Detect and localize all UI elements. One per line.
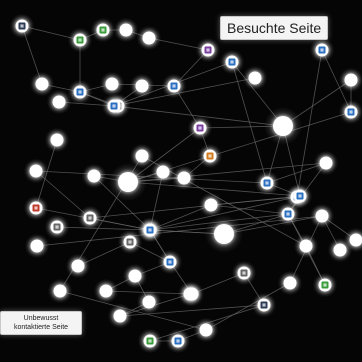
site-node-n49[interactable]	[93, 278, 119, 304]
site-node-n40[interactable]	[205, 215, 243, 253]
site-node-n18[interactable]	[187, 115, 213, 141]
site-node-n53[interactable]	[179, 281, 205, 307]
site-node-n44[interactable]	[157, 249, 183, 275]
site-node-n62[interactable]	[47, 278, 73, 304]
graph-edge	[296, 49, 323, 198]
site-node-n24[interactable]	[254, 170, 280, 196]
site-node-n55[interactable]	[107, 303, 133, 329]
site-node-n54[interactable]	[231, 260, 257, 286]
unconscious-contact-label: Unbewusst kontaktierte Seite	[0, 311, 82, 335]
graph-edge	[56, 226, 151, 231]
site-node-n6[interactable]	[195, 37, 221, 63]
graph-edge	[89, 195, 301, 219]
site-node-n30[interactable]	[275, 201, 301, 227]
site-node-n60[interactable]	[165, 328, 191, 354]
site-node-n39[interactable]	[137, 217, 163, 243]
site-node-n9[interactable]	[99, 71, 125, 97]
site-node-n27[interactable]	[109, 163, 147, 201]
node-layer	[9, 13, 362, 354]
site-node-n4[interactable]	[113, 17, 139, 43]
site-node-n50[interactable]	[136, 289, 162, 315]
site-node-n38[interactable]	[77, 205, 103, 231]
graph-edge	[210, 204, 289, 215]
site-node-n57[interactable]	[312, 272, 338, 298]
site-node-n28[interactable]	[198, 192, 224, 218]
site-node-n7[interactable]	[29, 71, 55, 97]
graph-edge	[35, 170, 268, 184]
site-node-n5[interactable]	[136, 25, 162, 51]
site-node-n61[interactable]	[193, 317, 219, 343]
graph-edge	[149, 195, 301, 231]
site-node-n48[interactable]	[122, 263, 148, 289]
site-node-n47[interactable]	[65, 253, 91, 279]
site-node-n26[interactable]	[313, 150, 339, 176]
site-node-n19[interactable]	[264, 107, 302, 145]
site-node-n13[interactable]	[129, 73, 155, 99]
site-node-n21[interactable]	[338, 99, 362, 125]
site-node-n22[interactable]	[197, 143, 223, 169]
site-node-n3[interactable]	[90, 17, 116, 43]
site-node-n16[interactable]	[219, 49, 245, 75]
site-node-n51[interactable]	[327, 237, 353, 263]
site-node-n43[interactable]	[117, 229, 143, 255]
graph-edge	[36, 215, 323, 247]
unconscious-label-line2: kontaktierte Seite	[13, 324, 69, 331]
site-node-n10[interactable]	[161, 73, 187, 99]
site-node-n37[interactable]	[44, 214, 70, 240]
graph-edge	[93, 175, 151, 231]
site-node-n31[interactable]	[81, 163, 107, 189]
site-node-n63[interactable]	[129, 143, 155, 169]
site-node-n42[interactable]	[24, 233, 50, 259]
graph-edge	[119, 304, 265, 317]
site-node-n14[interactable]	[101, 93, 127, 119]
site-node-n17[interactable]	[309, 37, 335, 63]
visited-page-label: Besuchte Seite	[220, 16, 329, 40]
site-node-n33[interactable]	[287, 183, 313, 209]
unconscious-label-line1: Unbewusst	[23, 315, 59, 322]
site-node-n36[interactable]	[23, 195, 49, 221]
site-node-n11[interactable]	[46, 89, 72, 115]
site-node-n45[interactable]	[309, 203, 335, 229]
site-node-n29[interactable]	[150, 159, 176, 185]
graph-edge	[59, 290, 207, 331]
graph-edge	[231, 61, 268, 184]
site-node-n8[interactable]	[67, 79, 93, 105]
graph-edge	[205, 282, 291, 331]
site-node-n56[interactable]	[277, 270, 303, 296]
site-node-n20[interactable]	[338, 67, 362, 93]
site-node-n1[interactable]	[9, 13, 35, 39]
site-node-n2[interactable]	[67, 27, 93, 53]
site-node-n34[interactable]	[44, 127, 70, 153]
site-node-n58[interactable]	[251, 292, 277, 318]
site-node-n35[interactable]	[23, 158, 49, 184]
site-node-n15[interactable]	[242, 65, 268, 91]
site-node-n23[interactable]	[171, 165, 197, 191]
site-node-n59[interactable]	[137, 328, 163, 354]
site-node-n41[interactable]	[293, 233, 319, 259]
